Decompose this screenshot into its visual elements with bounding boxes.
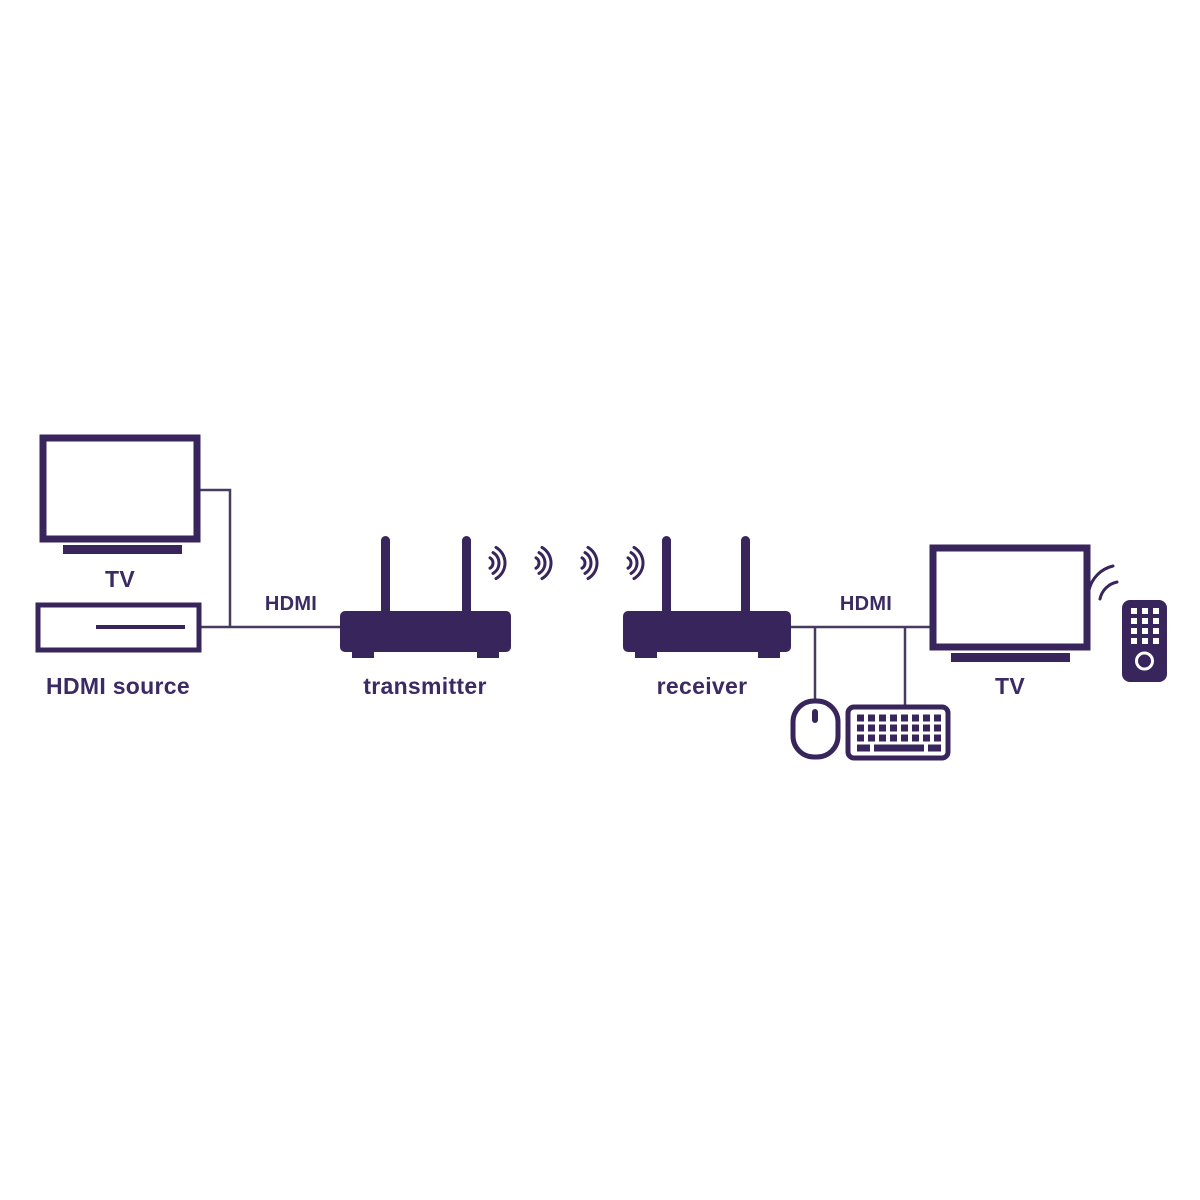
receiver-label: receiver	[656, 673, 748, 699]
tv-left-label: TV	[105, 566, 135, 592]
cable-tv-left-to-transmitter	[197, 488, 232, 626]
transmitter-label: transmitter	[363, 673, 487, 699]
wireless-signal-icon	[488, 545, 645, 581]
mouse-icon	[790, 698, 841, 760]
tv-icon	[39, 434, 201, 554]
hdmi-cable-label-left: HDMI	[264, 593, 318, 615]
hdmi-cable-label-right: HDMI	[839, 593, 893, 615]
antenna-box-icon	[623, 536, 791, 658]
keyboard-icon	[845, 704, 951, 761]
hdmi-source-label: HDMI source	[46, 673, 190, 699]
remote-control-icon	[1122, 600, 1167, 682]
tv-right-label: TV	[995, 673, 1025, 699]
antenna-box-icon	[340, 536, 511, 658]
ir-signal-icon	[1087, 564, 1119, 601]
tv-icon	[929, 544, 1091, 662]
hdmi-source-box-icon	[35, 602, 202, 653]
